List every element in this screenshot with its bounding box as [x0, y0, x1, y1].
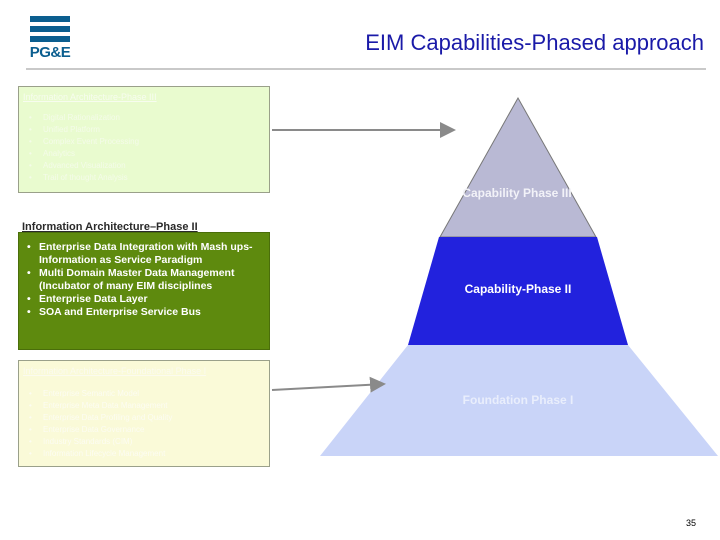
phase1-box-title: Information Architecture-Foundational Ph… — [23, 366, 207, 376]
arrow-phase1 — [271, 376, 386, 393]
list-item: Complex Event Processing — [29, 136, 269, 148]
list-item: SOA and Enterprise Service Bus — [27, 306, 269, 319]
phase1-box: Information Architecture-Foundational Ph… — [18, 360, 270, 467]
list-item: Analytics — [29, 148, 269, 160]
phase3-box-title: Information Architecture-Phase III — [23, 92, 157, 102]
list-item: Enterprise Semantic Model — [29, 388, 269, 400]
list-item: Multi Domain Master Data Management (Inc… — [27, 267, 269, 293]
list-item: Trail of thought Analysis — [29, 172, 269, 184]
title-divider — [26, 68, 706, 70]
logo-bar — [30, 26, 70, 32]
logo-bar — [30, 16, 70, 22]
list-item: Industry Standards (CIM) — [29, 436, 269, 448]
list-item: Enterprise Data Integration with Mash up… — [27, 241, 269, 267]
slide-title: EIM Capabilities-Phased approach — [365, 30, 704, 55]
list-item: Enterprise Data Layer — [27, 293, 269, 306]
list-item: Advanced Visualization — [29, 160, 269, 172]
tier3-label: Capability Phase III — [462, 186, 572, 200]
phase2-list: Enterprise Data Integration with Mash up… — [27, 241, 269, 319]
tier1-label: Foundation Phase I — [462, 393, 574, 407]
list-item: Unified Platform — [29, 124, 269, 136]
pge-logo: PG&E — [26, 14, 74, 64]
phase2-box-title: Information Architecture–Phase II — [22, 221, 198, 233]
phase3-box: Information Architecture-Phase III Digit… — [18, 86, 270, 193]
logo-bar — [30, 36, 70, 42]
list-item: Information Lifecycle Management — [29, 448, 269, 460]
list-item: Digital Rationalization — [29, 112, 269, 124]
list-item: Enterprise Meta Data Management — [29, 400, 269, 412]
phase2-box: Enterprise Data Integration with Mash up… — [18, 232, 270, 350]
page-number: 35 — [685, 518, 696, 528]
phase3-list: Digital Rationalization Unified Platform… — [29, 112, 269, 184]
phase1-list: Enterprise Semantic Model Enterprise Met… — [29, 388, 269, 460]
tier2-label: Capability-Phase II — [464, 282, 572, 296]
pyramid-tier-phase3 — [439, 96, 597, 238]
list-item: Enterprise Data Governance — [29, 424, 269, 436]
list-item: Enterprise Data Profiling and Quality — [29, 412, 269, 424]
logo-text: PG&E — [29, 44, 71, 61]
